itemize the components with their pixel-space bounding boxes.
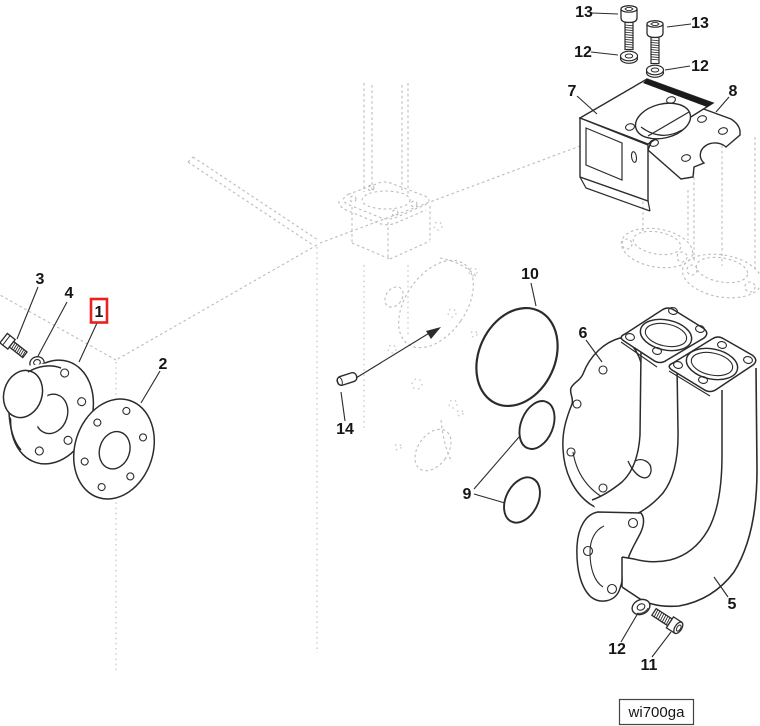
- callout-13-top-right[interactable]: 13: [691, 15, 709, 32]
- part-large-o-ring-10: [475, 306, 559, 408]
- callout-6[interactable]: 6: [579, 325, 588, 342]
- part-washer-12-right: [645, 64, 665, 78]
- callout-12-top-right[interactable]: 12: [691, 58, 709, 75]
- part-bracket-7: [578, 78, 715, 212]
- part-dowel-pin-14: [336, 371, 358, 387]
- part-cover-plate-6: [562, 337, 647, 513]
- hidden-wall-rail: [187, 156, 319, 246]
- part-bottom-flange: [576, 511, 645, 602]
- part-flange-lower: [668, 336, 757, 397]
- hidden-block-boss: [351, 206, 431, 260]
- highlight-box: [89, 297, 109, 324]
- callout-10[interactable]: 10: [521, 266, 539, 283]
- callout-14[interactable]: 14: [336, 421, 354, 438]
- callout-12-top-left[interactable]: 12: [574, 44, 592, 61]
- hidden-mounting-face: [398, 259, 474, 349]
- hidden-engine-block: [0, 83, 760, 472]
- hidden-filler-pipe: [363, 83, 409, 194]
- callout-12-bottom[interactable]: 12: [608, 641, 626, 658]
- callout-8[interactable]: 8: [729, 83, 738, 100]
- callout-11[interactable]: 11: [641, 657, 658, 674]
- hidden-exhaust-ports: [642, 137, 756, 270]
- part-bolt-13-left: [620, 5, 638, 51]
- part-washer-12-left: [619, 50, 639, 64]
- part-manifold-pipe-5: [621, 367, 758, 608]
- callout-7[interactable]: 7: [568, 83, 577, 100]
- callout-1-highlighted[interactable]: 1: [95, 304, 104, 321]
- callout-2[interactable]: 2: [159, 356, 168, 373]
- hidden-pipe-flange: [342, 181, 430, 220]
- part-hex-bolt-3: [0, 332, 28, 359]
- part-small-o-rings-9: [503, 400, 556, 524]
- hidden-pipe-bore: [361, 190, 411, 210]
- hidden-dotted-edges: [115, 221, 478, 672]
- part-bolt-13-right: [646, 20, 664, 65]
- callout-13-top-left[interactable]: 13: [575, 4, 593, 21]
- watermark-box: wi700ga: [618, 698, 695, 726]
- callout-5[interactable]: 5: [728, 596, 737, 613]
- part-bolt-11: [650, 607, 684, 635]
- part-flanged-hub-1: [0, 359, 95, 465]
- part-flange-upper: [620, 306, 708, 368]
- callout-4[interactable]: 4: [65, 285, 74, 302]
- pin-direction-line: [355, 331, 432, 379]
- callout-9[interactable]: 9: [463, 486, 472, 503]
- callout-3[interactable]: 3: [36, 271, 45, 288]
- part-gasket-2: [72, 398, 156, 500]
- pin-direction-arrowhead: [426, 327, 441, 339]
- watermark-label: wi700ga: [628, 704, 686, 721]
- leader-lines: [16, 12, 730, 658]
- hidden-block-edges: [0, 145, 581, 361]
